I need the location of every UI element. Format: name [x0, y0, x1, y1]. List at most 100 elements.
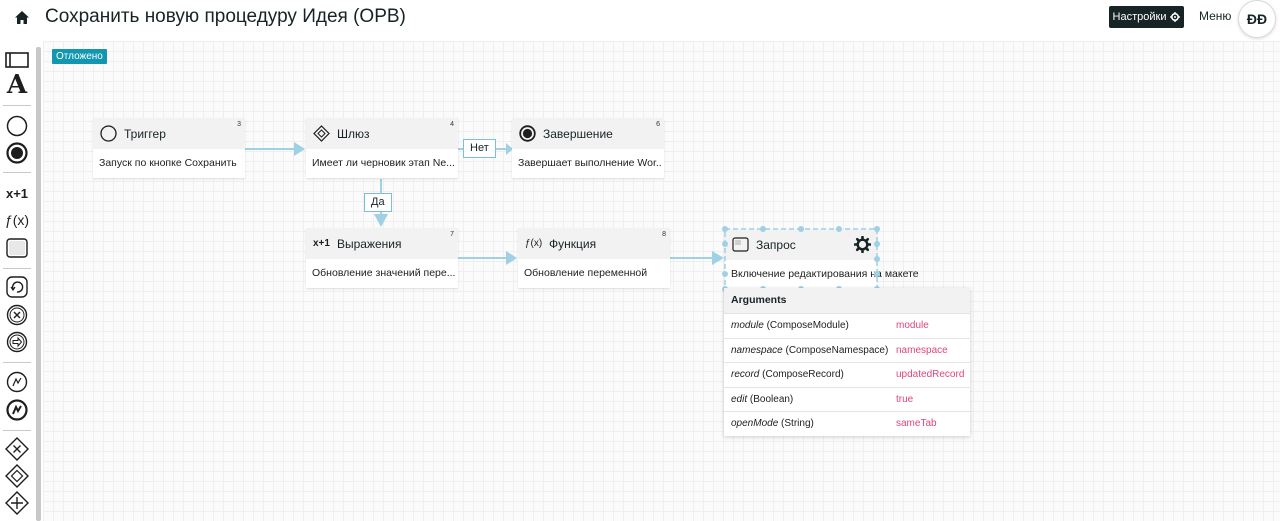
selection-outline: [722, 226, 880, 292]
gear-icon[interactable]: [854, 236, 871, 253]
end-event-icon: [519, 125, 536, 142]
error-icon: [6, 304, 28, 326]
node-header: [512, 118, 664, 149]
start-event-icon: [6, 115, 28, 137]
signal-tool[interactable]: [4, 369, 30, 395]
toolbar-divider: [3, 172, 31, 173]
node-description: Имеет ли черновик этап Ne...: [312, 157, 455, 169]
end-event-tool[interactable]: [4, 140, 30, 166]
argument-value: namespace: [896, 344, 948, 356]
edge-label-yes[interactable]: Да: [364, 193, 392, 212]
gateway-x-icon: [5, 437, 29, 461]
node-number: 3: [237, 121, 241, 128]
delay-tool[interactable]: [4, 329, 30, 355]
node-function[interactable]: ƒ(x) Функция 8 Обновление переменной: [518, 228, 670, 288]
parallel-gateway-tool[interactable]: [4, 490, 30, 516]
page-title: Сохранить новую процедуру Идея (ОРВ): [45, 6, 406, 27]
toolbar-divider: [3, 430, 31, 431]
text-icon: A: [6, 70, 28, 100]
node-header: [725, 229, 877, 260]
node-trigger[interactable]: Триггер 3 Запуск по кнопке Сохранить: [93, 118, 245, 178]
node-title: Запрос: [756, 238, 796, 252]
node-description: Обновление значений пере...: [312, 267, 455, 279]
argument-type: (String): [781, 418, 814, 430]
arguments-title: Arguments: [724, 288, 970, 313]
edge-label-no[interactable]: Нет: [463, 139, 496, 158]
argument-value: updatedRecord: [896, 369, 965, 381]
function-tool[interactable]: ƒ(x): [4, 207, 30, 233]
toolbar-divider: [3, 105, 31, 106]
gateway-diamond-icon: [5, 464, 29, 488]
argument-value: sameTab: [896, 418, 937, 430]
error-handler-tool[interactable]: [4, 302, 30, 328]
shape-toolbar: A x+1 ƒ(x): [0, 41, 34, 521]
argument-name: openMode: [731, 418, 779, 430]
prompt-icon: [6, 238, 28, 258]
node-number: 4: [450, 121, 454, 128]
text-tool[interactable]: A: [4, 70, 30, 100]
argument-value: module: [896, 320, 929, 331]
gateway-plus-icon: [5, 491, 29, 515]
node-title: Триггер: [124, 127, 166, 141]
home-icon[interactable]: [14, 10, 30, 26]
node-title: Выражения: [337, 237, 402, 251]
node-description: Запуск по кнопке Сохранить: [99, 157, 237, 169]
expression-icon: x+1: [313, 238, 330, 249]
lightning-icon: [6, 371, 28, 393]
arrow-event-icon: [6, 331, 28, 353]
argument-type: (ComposeRecord): [762, 369, 844, 381]
node-title: Завершение: [543, 127, 613, 141]
gear-icon: [1170, 12, 1181, 22]
lightning-filled-icon: [6, 399, 28, 421]
exclusive-gateway-tool[interactable]: [4, 436, 30, 462]
arrowhead: [506, 251, 517, 265]
arrowhead: [374, 214, 388, 227]
node-description: Включение редактирования на макете: [731, 268, 919, 280]
node-end[interactable]: Завершение 6 Завершает выполнение Wor...: [512, 118, 664, 178]
argument-type: (ComposeModule): [766, 320, 849, 331]
prompt-tool[interactable]: [4, 235, 30, 261]
arrowhead: [294, 142, 305, 156]
arrowhead: [712, 251, 724, 265]
argument-name: record: [731, 369, 760, 381]
node-description: Завершает выполнение Wor...: [518, 157, 661, 169]
argument-type: (ComposeNamespace): [785, 344, 889, 356]
argument-name: module: [731, 320, 764, 331]
inclusive-gateway-tool[interactable]: [4, 463, 30, 489]
argument-value: true: [896, 393, 914, 405]
prompt-icon: [732, 237, 749, 252]
avatar[interactable]: ĐĐ: [1238, 0, 1276, 38]
node-header: [306, 228, 458, 259]
iterator-tool[interactable]: [4, 274, 30, 300]
toolbar-divider: [3, 268, 31, 269]
start-event-icon: [100, 125, 117, 142]
argument-row[interactable]: edit (Boolean) true: [724, 386, 970, 412]
argument-row[interactable]: namespace (ComposeNamespace) namespace: [724, 337, 970, 363]
swimlane-icon: [5, 52, 29, 68]
function-icon: ƒ(x): [4, 212, 30, 228]
node-title: Шлюз: [337, 127, 370, 141]
signal-catch-tool[interactable]: [4, 397, 30, 423]
toolbar-scrollbar[interactable]: [36, 47, 41, 521]
node-expressions[interactable]: x+1 Выражения 7 Обновление значений пере…: [306, 228, 458, 288]
argument-row[interactable]: record (ComposeRecord) updatedRecord: [724, 362, 970, 387]
expression-tool[interactable]: x+1: [4, 180, 30, 206]
settings-button[interactable]: Настройки: [1109, 6, 1184, 28]
menu-button[interactable]: Меню: [1199, 9, 1232, 23]
toolbar-divider: [3, 362, 31, 363]
node-gateway[interactable]: Шлюз 4 Имеет ли черновик этап Ne...: [306, 118, 458, 178]
node-number: 8: [662, 231, 666, 238]
argument-type: (Boolean): [749, 393, 794, 405]
node-description: Обновление переменной: [524, 267, 648, 279]
node-number: 6: [656, 121, 660, 128]
argument-row[interactable]: module (ComposeModule) module: [724, 313, 970, 338]
end-event-icon: [6, 142, 28, 164]
swimlane-tool[interactable]: [4, 47, 30, 73]
node-header: [306, 118, 458, 149]
app-header: Сохранить новую процедуру Идея (ОРВ) Нас…: [0, 0, 1280, 40]
gateway-diamond-icon: [313, 125, 330, 142]
start-event-tool[interactable]: [4, 113, 30, 139]
node-header: [518, 228, 670, 259]
node-prompt[interactable]: Запрос Включение редактирования на макет…: [725, 229, 919, 289]
argument-row[interactable]: openMode (String) sameTab: [724, 411, 970, 436]
